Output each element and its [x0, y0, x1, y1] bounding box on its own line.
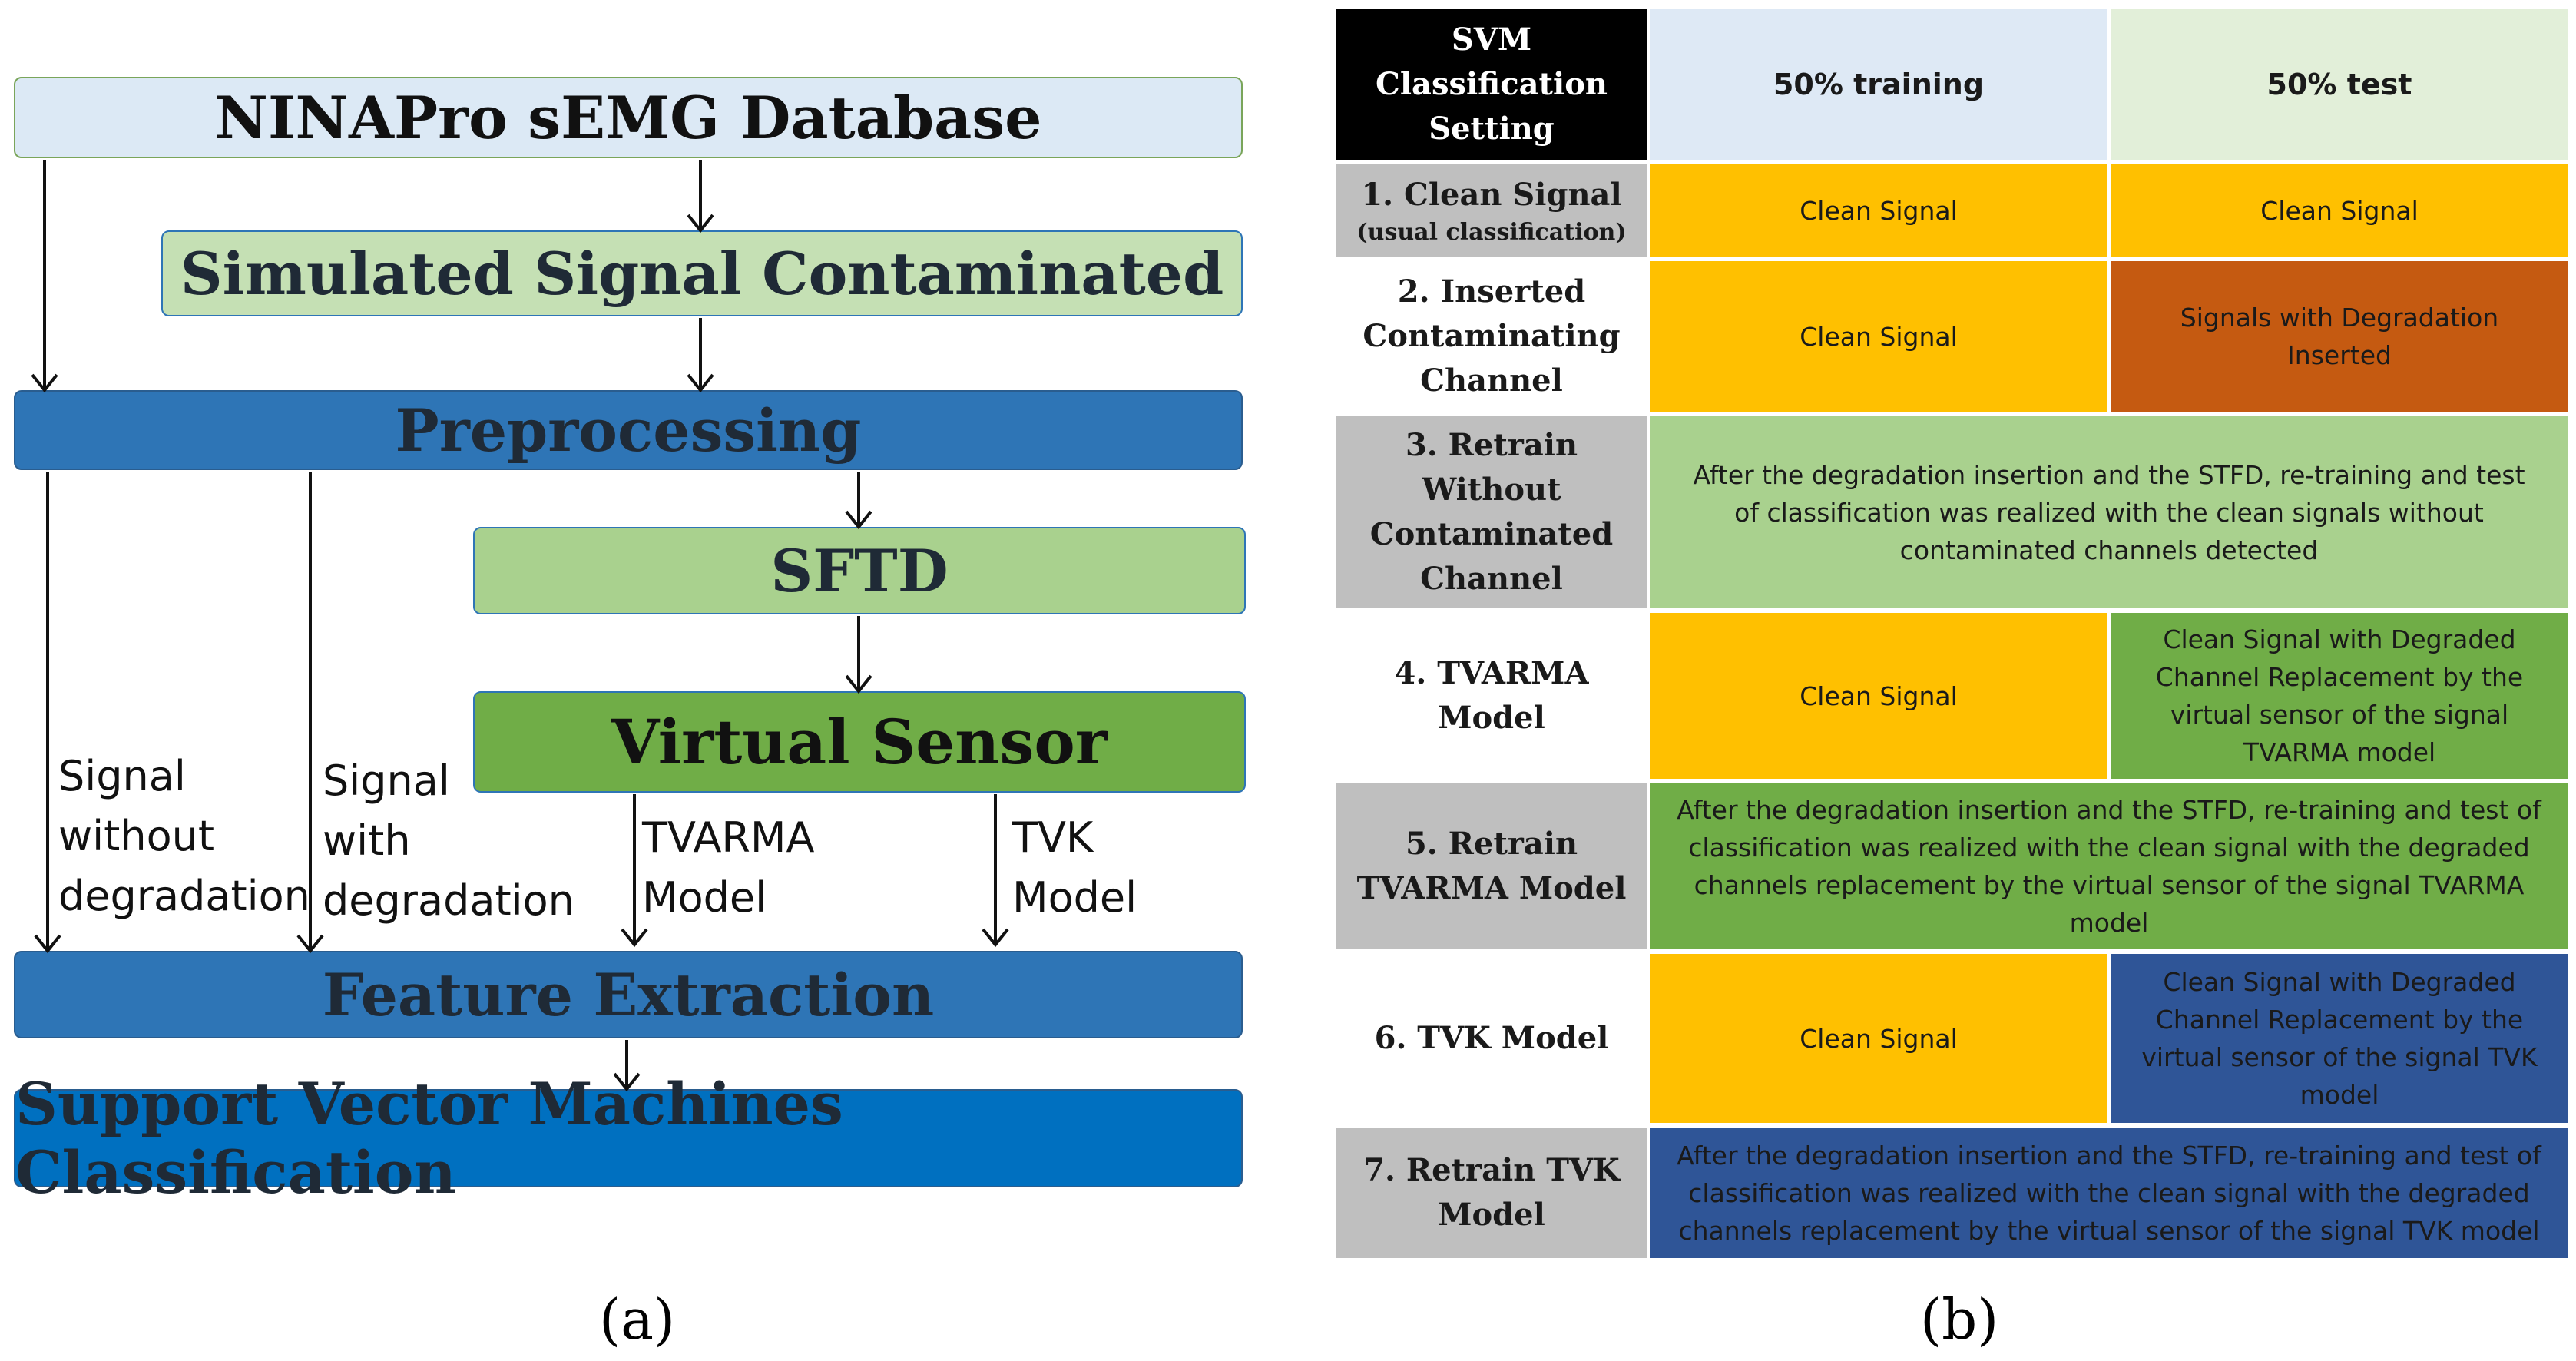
row5-name: 5. Retrain TVARMA Model [1336, 783, 1647, 949]
row2-test: Signals with Degradation Inserted [2111, 261, 2568, 412]
label-tvk-model: TVK Model [1012, 813, 1137, 922]
preprocessing-label: Preprocessing [395, 396, 862, 465]
row6-test: Clean Signal with Degraded Channel Repla… [2111, 954, 2568, 1123]
sftd-label: SFTD [770, 536, 949, 605]
sftd-box: SFTD [473, 527, 1246, 614]
svm-classification-box: Support Vector Machines Classification [14, 1070, 1243, 1207]
header-training: 50% training [1650, 9, 2107, 160]
row3-name: 3. Retrain Without Contaminated Channel [1336, 416, 1647, 608]
caption-b: (b) [1920, 1287, 1999, 1352]
row4-training: Clean Signal [1650, 613, 2107, 779]
row3-merged: After the degradation insertion and the … [1650, 416, 2568, 608]
flow-arrows [31, 160, 1009, 1092]
row4-name: 4. TVARMA Model [1336, 613, 1647, 779]
row1-training: Clean Signal [1650, 164, 2107, 257]
preprocessing-box: Preprocessing [14, 390, 1243, 470]
row1-test: Clean Signal [2111, 164, 2568, 257]
row6-training: Clean Signal [1650, 954, 2107, 1123]
caption-a: (a) [599, 1287, 676, 1352]
label-signal-without-degradation: Signal without degradation [58, 752, 310, 920]
database-label: NINAPro sEMG Database [214, 83, 1042, 152]
row4-test: Clean Signal with Degraded Channel Repla… [2111, 613, 2568, 779]
feature-extraction-box: Feature Extraction [14, 951, 1243, 1038]
simulated-signal-box: Simulated Signal Contaminated [161, 230, 1243, 316]
header-setting: SVM Classification Setting [1336, 9, 1647, 160]
row2-name: 2. Inserted Contaminating Channel [1336, 261, 1647, 412]
database-box: NINAPro sEMG Database [14, 77, 1243, 158]
virtual-sensor-box: Virtual Sensor [473, 691, 1246, 793]
row1-name: 1. Clean Signal (usual classification) [1336, 164, 1647, 257]
feature-extraction-label: Feature Extraction [322, 960, 935, 1029]
row6-name: 6. TVK Model [1336, 954, 1647, 1123]
header-test: 50% test [2111, 9, 2568, 160]
label-tvarma-model: TVARMA Model [642, 813, 815, 922]
label-signal-with-degradation: Signal with degradation [323, 757, 574, 925]
simulated-signal-label: Simulated Signal Contaminated [180, 239, 1224, 308]
row7-name: 7. Retrain TVK Model [1336, 1128, 1647, 1258]
row5-merged: After the degradation insertion and the … [1650, 783, 2568, 949]
row2-training: Clean Signal [1650, 261, 2107, 412]
row7-merged: After the degradation insertion and the … [1650, 1128, 2568, 1258]
svm-classification-label: Support Vector Machines Classification [15, 1070, 843, 1207]
virtual-sensor-label: Virtual Sensor [611, 706, 1108, 778]
